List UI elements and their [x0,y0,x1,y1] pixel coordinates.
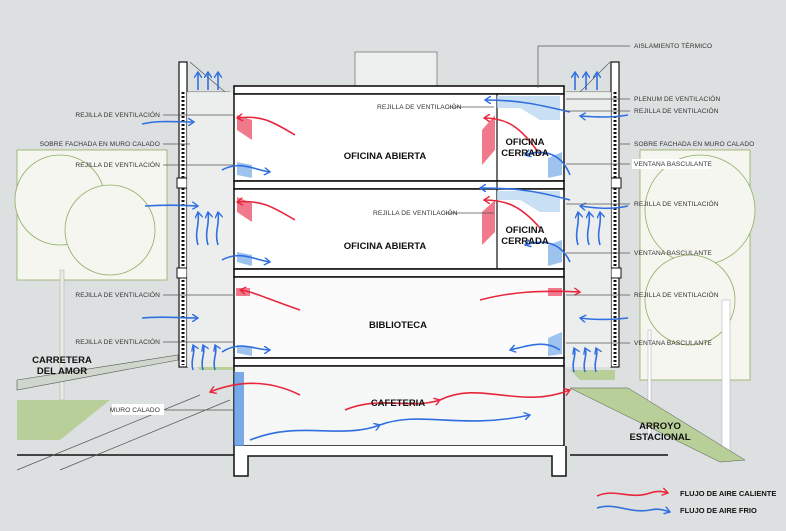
tree-right [639,149,756,461]
ground [16,354,746,471]
label-vent-grille-interior: REJILLA DE VENTILACIÓN [377,102,462,111]
label-perforated-wall: MURO CALADO [110,407,160,414]
legend-hot-arrow-icon [596,491,668,497]
label-vent-grille-interior: REJILLA DE VENTILACIÓN [373,208,458,217]
room-closed-office-2: CERRADA [501,236,549,247]
label-vent-grille: REJILLA DE VENTILACIÓN [634,290,719,299]
label-vent-grille: REJILLA DE VENTILACIÓN [75,160,160,169]
room-closed-office-1: OFICINA [505,137,544,148]
building-section [233,51,567,477]
label-pivot-window: VENTANA BASCULANTE [634,250,712,257]
label-pivot-window: VENTANA BASCULANTE [634,340,712,347]
label-thermal-insulation: AISLAMIENTO TÉRMICO [634,41,712,50]
label-pivot-window: VENTANA BASCULANTE [634,161,712,168]
legend-hot-label: FLUJO DE AIRE CALIENTE [680,489,776,498]
label-vent-grille: REJILLA DE VENTILACIÓN [634,106,719,115]
label-vent-plenum: PLENUM DE VENTILACIÓN [634,94,721,103]
label-perforated-facade: SOBRE FACHADA EN MURO CALADO [40,141,160,148]
room-closed-office-1: CERRADA [501,148,549,159]
label-vent-grille: REJILLA DE VENTILACIÓN [75,290,160,299]
room-open-office-2: OFICINA ABIERTA [344,241,427,252]
tree-left [14,149,168,401]
label-perforated-facade: SOBRE FACHADA EN MURO CALADO [634,141,754,148]
label-vent-grille: REJILLA DE VENTILACIÓN [75,337,160,346]
label-vent-grille: REJILLA DE VENTILACIÓN [634,199,719,208]
legend-cold-arrow-icon [596,505,670,512]
legend: FLUJO DE AIRE CALIENTE FLUJO DE AIRE FRI… [596,489,776,515]
room-cafeteria: CAFETERIA [371,398,426,409]
label-stream: ESTACIONAL [629,432,690,443]
room-library: BIBLIOTECA [369,320,427,331]
legend-cold-label: FLUJO DE AIRE FRIO [680,506,757,515]
label-road: CARRETERA [32,355,92,366]
room-open-office-1: OFICINA ABIERTA [344,151,427,162]
label-road: DEL AMOR [37,366,87,377]
room-closed-office-2: OFICINA [505,225,544,236]
label-stream: ARROYO [639,421,681,432]
leader-lines [163,45,630,411]
label-vent-grille: REJILLA DE VENTILACIÓN [75,110,160,119]
airflow-arrows [141,72,629,441]
